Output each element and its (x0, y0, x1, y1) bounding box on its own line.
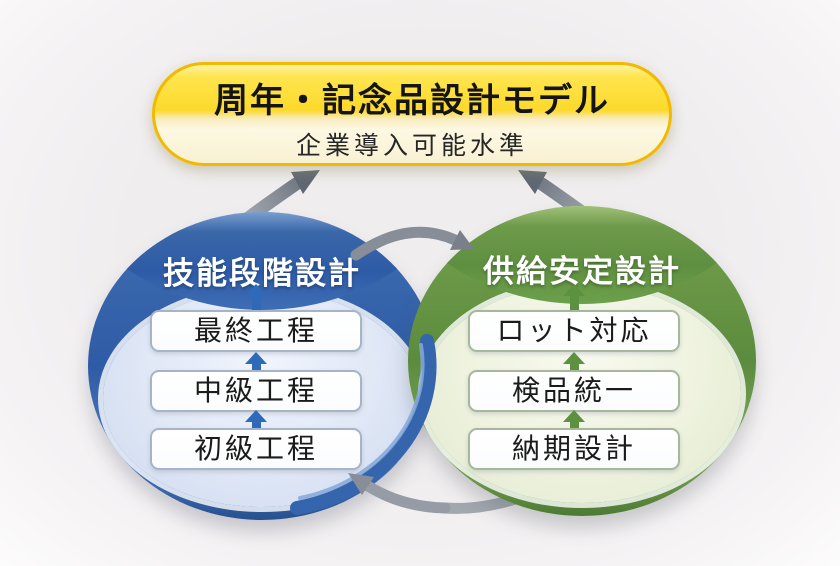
supply-stability-circle: 供給安定設計 ロット対応 検品統一 納期設計 (408, 206, 756, 516)
process-box-lot: ロット対応 (468, 310, 680, 352)
up-arrow-icon (563, 284, 585, 310)
skill-stage-circle: 技能段階設計 最終工程 中級工程 初級工程 (88, 212, 436, 520)
up-arrow-icon (245, 284, 267, 310)
banner-subtitle: 企業導入可能水準 (295, 132, 528, 160)
up-arrow-icon (563, 410, 585, 430)
up-arrow-icon (245, 410, 267, 430)
up-arrow-icon (563, 352, 585, 372)
supply-stability-header: 供給安定設計 (483, 254, 681, 289)
process-box-delivery: 納期設計 (468, 428, 680, 470)
process-box-intermediate: 中級工程 (150, 370, 362, 412)
up-arrow-icon (245, 352, 267, 372)
process-box-inspection: 検品統一 (468, 370, 680, 412)
banner: 周年・記念品設計モデル 企業導入可能水準 (152, 62, 672, 166)
process-box-final: 最終工程 (150, 310, 362, 352)
banner-title: 周年・記念品設計モデル (214, 82, 610, 120)
process-box-beginner: 初級工程 (150, 428, 362, 470)
